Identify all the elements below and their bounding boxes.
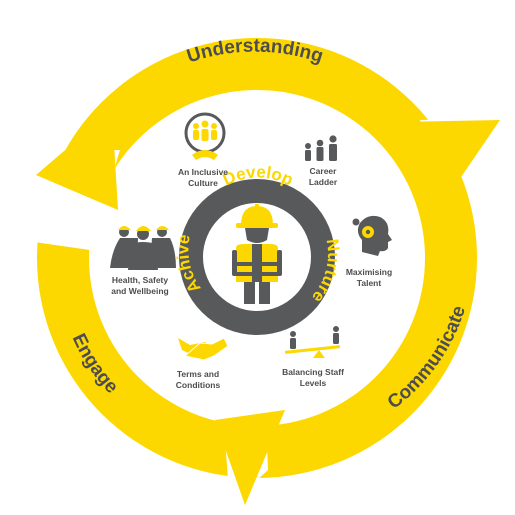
handshake-icon	[178, 337, 229, 361]
item-health-safety: Health, Safety and Wellbeing	[110, 226, 176, 296]
item-label-career-2: Ladder	[309, 177, 338, 187]
construction-worker-icon	[232, 204, 282, 304]
item-career-ladder: Career Ladder	[305, 135, 338, 187]
item-inclusive-culture: An Inclusive Culture	[178, 112, 228, 188]
item-label-staff-2: Levels	[300, 378, 327, 388]
item-label-talent-2: Talent	[357, 278, 382, 288]
workers-hardhats-icon	[110, 226, 176, 270]
item-label-health-1: Health, Safety	[112, 275, 168, 285]
arrow-head-left	[36, 110, 118, 210]
career-ladder-people-icon	[305, 135, 337, 161]
item-label-career-1: Career	[310, 166, 338, 176]
item-label-terms-1: Terms and	[177, 369, 219, 379]
item-label-staff-1: Balancing Staff	[282, 367, 344, 377]
item-maximising-talent: Maximising Talent	[346, 215, 392, 288]
item-label-talent-1: Maximising	[346, 267, 392, 277]
item-label-health-2: and Wellbeing	[111, 286, 168, 296]
item-terms-conditions: Terms and Conditions	[176, 337, 229, 390]
item-label-terms-2: Conditions	[176, 380, 221, 390]
head-gears-icon	[352, 215, 392, 256]
item-label-inclusive-1: An Inclusive	[178, 167, 228, 177]
item-label-inclusive-2: Culture	[188, 178, 218, 188]
arrow-head-right	[398, 120, 500, 202]
balance-seesaw-people-icon	[284, 326, 340, 358]
item-balancing-staff: Balancing Staff Levels	[282, 326, 344, 388]
people-group-handshake-icon	[184, 112, 226, 160]
arrow-head-bottom	[215, 410, 285, 505]
